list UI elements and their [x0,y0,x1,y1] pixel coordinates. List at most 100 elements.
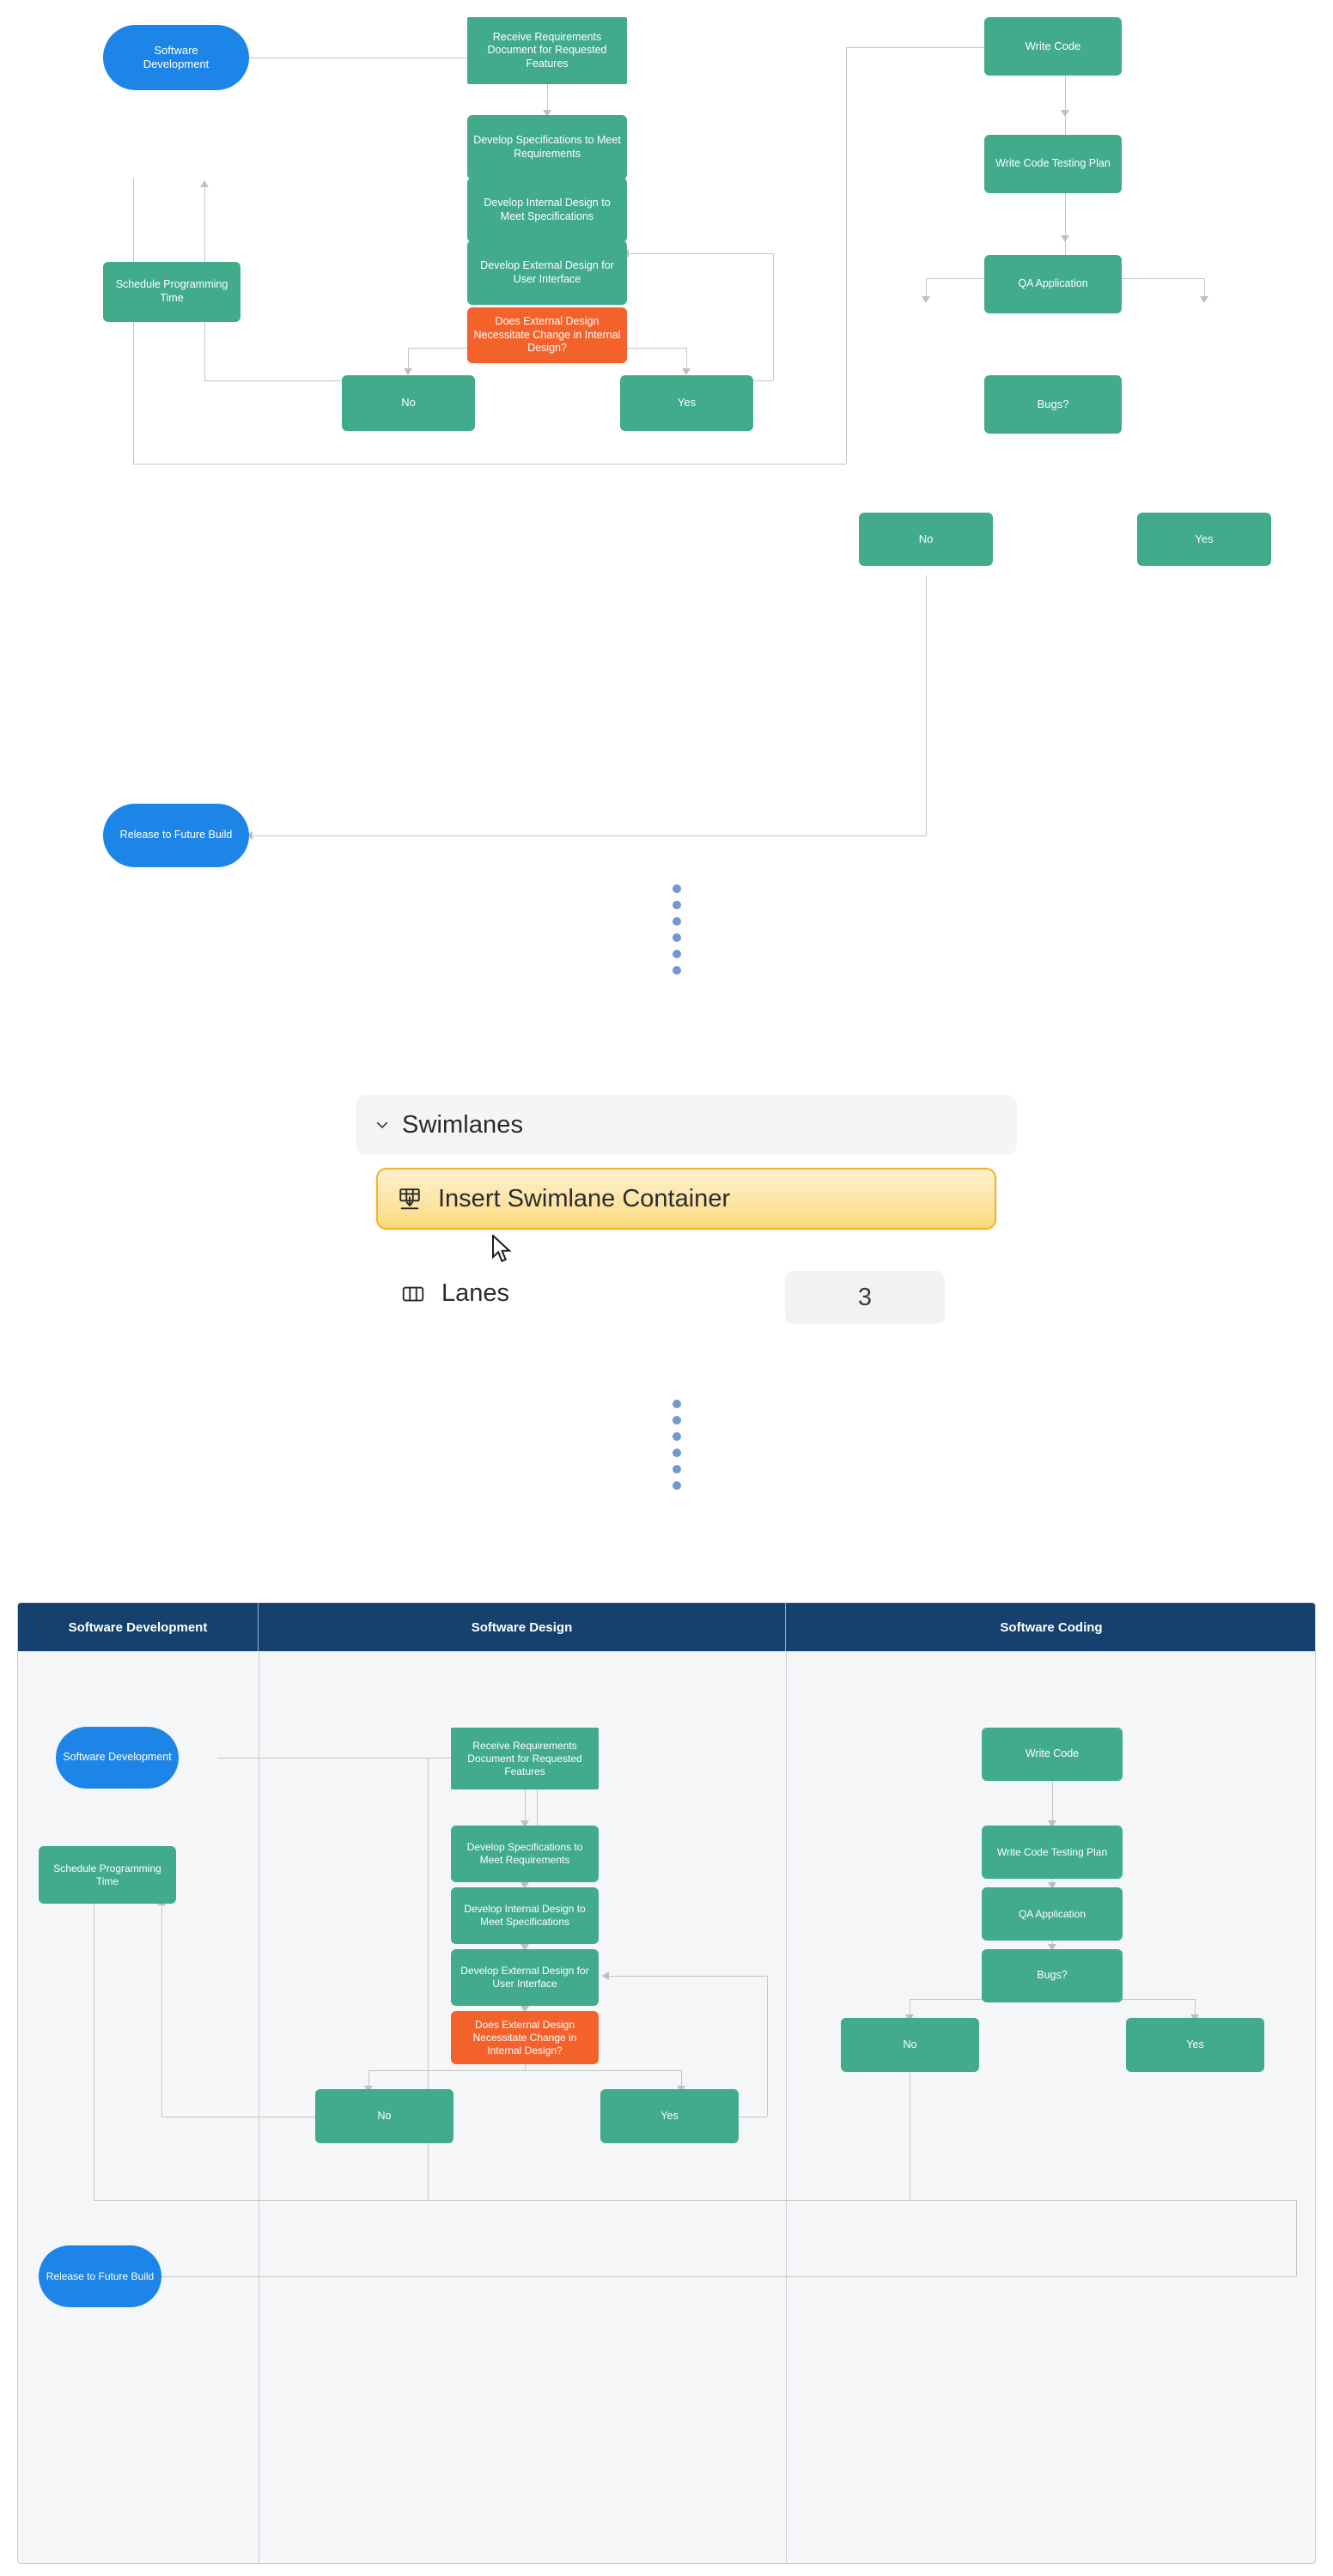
node-schedule-programming-time[interactable]: Schedule Programming Time [103,262,240,322]
arrowhead-schedule [200,180,209,187]
arrowhead-release [246,831,253,840]
swimlanes-section-title: Swimlanes [402,1110,524,1139]
node-label: No [918,532,934,545]
lane-header-software-coding[interactable]: Software Coding [786,1603,1315,1651]
node-external-design-decision[interactable]: Does External Design Necessitate Change … [467,307,627,363]
sl-node-develop-external-design[interactable]: Develop External Design for User Interfa… [451,1949,599,2006]
insert-swimlane-container-button[interactable]: Insert Swimlane Container [376,1168,996,1230]
sl-connector-yes-up [767,1976,768,2117]
node-label: Yes [677,396,697,410]
lanes-row-label: Lanes [441,1279,510,1307]
node-develop-external-design[interactable]: Develop External Design for User Interfa… [467,240,627,305]
lane-divider-2 [786,1651,787,2563]
node-write-code-testing-plan[interactable]: Write Code Testing Plan [984,135,1122,193]
node-qa-application[interactable]: QA Application [984,255,1122,313]
node-label: Receive Requirements Document for Reques… [467,1739,582,1777]
dot [673,966,681,975]
node-label: QA Application [1018,1907,1086,1920]
sl-node-release-to-future-build[interactable]: Release to Future Build [39,2245,161,2307]
node-label: Write Code Testing Plan [996,1845,1108,1858]
sl-node-develop-specifications[interactable]: Develop Specifications to Meet Requireme… [451,1826,599,1882]
sl-node-bugs-no[interactable]: No [841,2018,979,2072]
sl-arrowhead-bugs [1048,1944,1056,1951]
node-label: Bugs? [1037,1969,1068,1982]
sl-node-receive-requirements[interactable]: Receive Requirements Document for Reques… [451,1728,599,1789]
dot [673,1432,681,1441]
node-software-development[interactable]: Software Development [103,25,249,90]
sl-node-write-code-testing-plan[interactable]: Write Code Testing Plan [982,1826,1123,1879]
sl-connector-writecode-plan [537,1776,538,1826]
connector-to-release [249,835,846,836]
sl-arrowhead-external [520,1944,529,1951]
sl-connector-decision-to-no [368,2070,369,2089]
sl-connector-decision-bar [368,2070,681,2071]
node-label: Does External Design Necessitate Change … [473,315,621,355]
arrowhead-design-no [404,368,412,375]
arrowhead-bugs-no [922,296,930,303]
node-develop-specifications[interactable]: Develop Specifications to Meet Requireme… [467,115,627,179]
connector-decision-to-yes [686,348,687,374]
sl-node-external-design-decision[interactable]: Does External Design Necessitate Change … [451,2011,599,2064]
node-label: Develop Specifications to Meet Requireme… [473,133,621,160]
node-label: No [903,2038,917,2050]
node-write-code[interactable]: Write Code [984,17,1122,76]
node-label: Develop External Design for User Interfa… [480,258,614,285]
connector-bugs-to-no [926,278,927,301]
node-label: Receive Requirements Document for Reques… [487,30,607,70]
node-develop-internal-design[interactable]: Develop Internal Design to Meet Specific… [467,178,627,242]
node-design-no[interactable]: No [342,375,475,431]
node-bugs-yes[interactable]: Yes [1137,513,1271,566]
node-label: Release to Future Build [46,2269,155,2282]
dot [673,1481,681,1490]
node-label: Release to Future Build [119,829,233,841]
node-label: Software Development [63,1751,172,1764]
node-label: Schedule Programming Time [53,1862,161,1887]
node-design-yes[interactable]: Yes [620,375,753,431]
lanes-count-value: 3 [857,1283,873,1311]
connector-yes-to-external [625,253,773,254]
sl-connector-no-up [161,1905,162,2117]
sl-node-bugs[interactable]: Bugs? [982,1949,1123,2002]
separator-dots-bottom [673,1400,681,1490]
lane-header-software-development[interactable]: Software Development [18,1603,259,1651]
lanes-count-input[interactable]: 3 [785,1271,945,1324]
dot [673,1465,681,1473]
node-bugs[interactable]: Bugs? [984,375,1122,434]
sl-connector-yes-to-external [606,1976,767,1977]
dot [673,1400,681,1408]
sl-node-develop-internal-design[interactable]: Develop Internal Design to Meet Specific… [451,1887,599,1944]
connector-release-down [926,575,927,835]
sl-connector-code1 [1052,1776,1053,1826]
swimlanes-section-header[interactable]: Swimlanes [356,1095,1017,1155]
node-release-to-future-build[interactable]: Release to Future Build [103,804,249,867]
sl-node-bugs-yes[interactable]: Yes [1126,2018,1264,2072]
sl-node-design-no[interactable]: No [315,2089,453,2143]
node-label: Does External Design Necessitate Change … [472,2018,577,2057]
sl-node-design-yes[interactable]: Yes [600,2089,739,2143]
node-label: Schedule Programming Time [115,278,228,304]
arrowhead-bugs-yes [1200,296,1208,303]
node-receive-requirements[interactable]: Receive Requirements Document for Reques… [467,17,627,84]
node-label: Yes [660,2109,679,2122]
dot [673,1416,681,1425]
sl-node-schedule-programming-time[interactable]: Schedule Programming Time [39,1846,176,1904]
dot [673,1449,681,1457]
swimlane-container[interactable]: Software Development Software Design Sof… [17,1602,1316,2564]
sl-node-qa-application[interactable]: QA Application [982,1887,1123,1941]
sl-node-write-code[interactable]: Write Code [982,1728,1123,1781]
dot [673,917,681,926]
node-label: Write Code [1025,1747,1080,1760]
lane-header-software-design[interactable]: Software Design [259,1603,786,1651]
connector-yes-up [773,253,774,380]
sl-connector-decision-to-yes [681,2070,682,2089]
node-label: Software Development [143,43,210,70]
connector-bugs-to-yes [1204,278,1205,301]
sl-node-software-development[interactable]: Software Development [56,1727,179,1789]
sl-connector-release-rail [94,2200,1296,2201]
node-bugs-no[interactable]: No [859,513,993,566]
sl-connector-sd-to-receive [217,1758,451,1759]
node-label: Yes [1186,2038,1204,2050]
node-label: QA Application [1018,277,1088,290]
connector-decision-to-no [408,348,409,374]
